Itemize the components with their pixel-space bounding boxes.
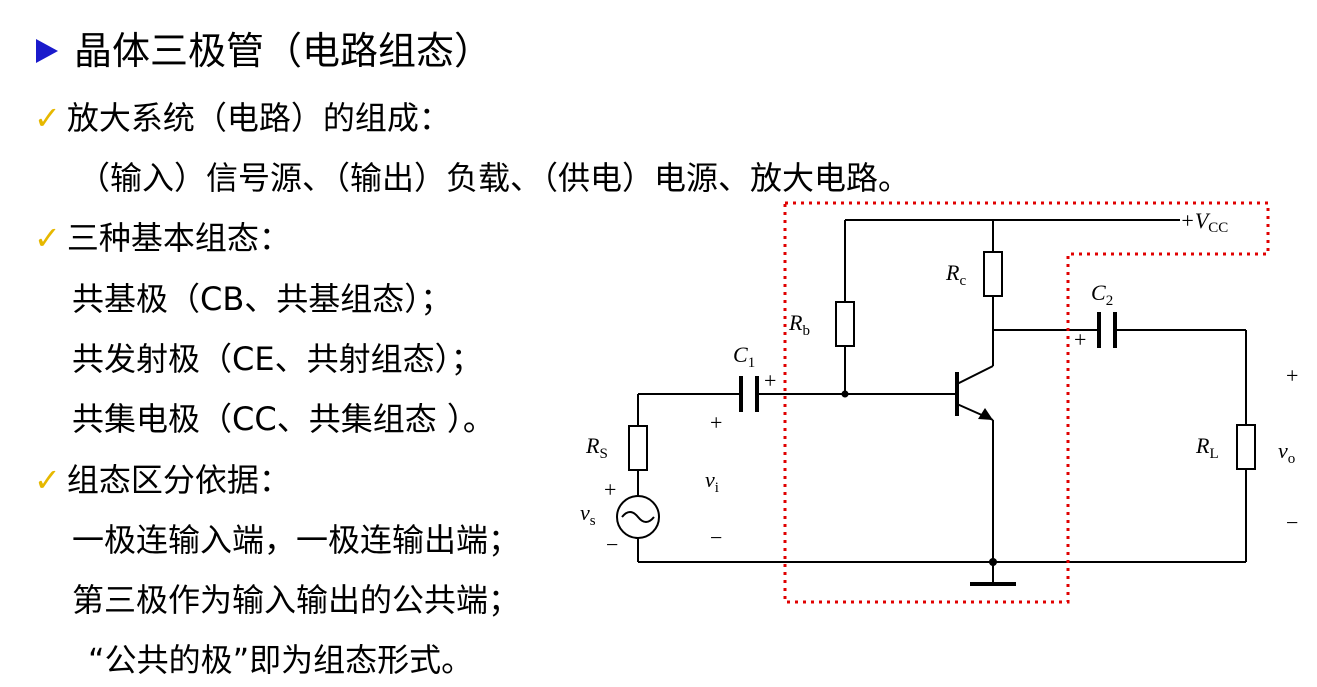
checkmark-icon: ✓ [34, 219, 61, 257]
rs-label: RS [585, 433, 608, 462]
slide-title-row: 晶体三极管（电路组态） [36, 28, 492, 74]
vi-plus-sign: + [710, 410, 722, 435]
amplifier-boundary-dotted [783, 201, 1270, 604]
vo-minus-sign: − [1286, 510, 1298, 535]
checkmark-icon: ✓ [34, 99, 61, 137]
base-junction-dot [841, 390, 849, 398]
bullet-composition: ✓放大系统（电路）的组成： [34, 98, 451, 138]
c1-label: C1 [733, 342, 755, 371]
criteria-line-2: 第三极作为输入输出的公共端； [72, 581, 521, 619]
emitter-arrow-icon [978, 408, 993, 420]
c2-plus-sign: + [1074, 327, 1086, 352]
criteria-line-3: “公共的极”即为组态形式。 [88, 641, 474, 679]
rl-label: RL [1195, 433, 1219, 462]
config-ce: 共发射极（CE、共射组态）； [72, 340, 483, 378]
vo-label: vo [1278, 438, 1295, 467]
rs-resistor [628, 425, 648, 471]
transistor-collector-lead [956, 365, 994, 385]
c2-label: C2 [1091, 280, 1113, 309]
config-cb: 共基极（CB、共基组态）； [72, 280, 453, 318]
checkmark-icon: ✓ [34, 461, 61, 499]
c1-plus-sign: + [764, 368, 776, 393]
bullet-configurations: ✓三种基本组态： [34, 218, 291, 258]
rc-label: Rc [945, 260, 966, 289]
vs-plus-sign: + [604, 477, 616, 502]
signal-source-wave-icon [621, 511, 655, 523]
rb-label: Rb [788, 310, 810, 339]
triangle-bullet-icon [36, 38, 58, 63]
rc-resistor [983, 251, 1003, 297]
rl-resistor [1236, 424, 1256, 470]
rb-resistor [835, 301, 855, 347]
vs-minus-sign: − [606, 532, 618, 557]
vs-label: vs [580, 500, 596, 529]
criteria-line-1: 一极连输入端，一极连输出端； [72, 521, 521, 559]
vo-plus-sign: + [1286, 363, 1298, 388]
slide-title: 晶体三极管（电路组态） [74, 29, 493, 73]
bullet-criteria: ✓组态区分依据： [34, 460, 291, 500]
vcc-label: +VCC [1180, 208, 1228, 236]
bullet-criteria-text: 组态区分依据： [66, 461, 291, 499]
vi-label: vi [705, 467, 719, 496]
vi-minus-sign: − [710, 525, 722, 550]
config-cc: 共集电极（CC、共集组态 ）。 [72, 400, 495, 438]
bullet-configurations-text: 三种基本组态： [66, 219, 291, 257]
ground-junction-dot [989, 558, 997, 566]
composition-detail: （输入）信号源、（输出）负载、（供电）电源、放大电路。 [78, 159, 911, 197]
bullet-composition-text: 放大系统（电路）的组成： [66, 99, 451, 137]
